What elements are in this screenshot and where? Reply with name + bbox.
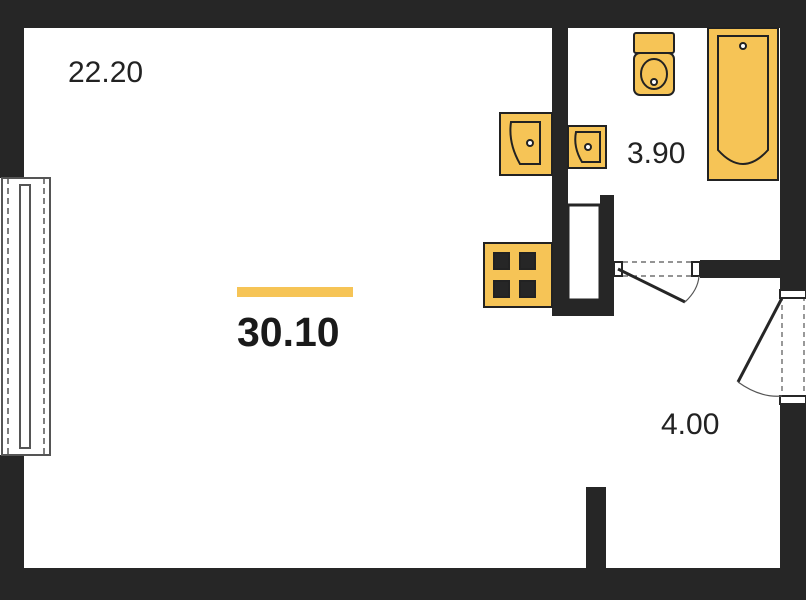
wall-top xyxy=(0,0,806,28)
sink-icon xyxy=(499,112,553,176)
wall-stub xyxy=(586,487,606,568)
wall-right-lower xyxy=(780,400,806,600)
wall-bath-bottom xyxy=(700,260,780,278)
bathtub-icon xyxy=(707,27,779,181)
stove-icon xyxy=(483,242,553,308)
total-area-label: 30.10 xyxy=(237,309,340,355)
door-leaf xyxy=(617,267,686,304)
wall-right-upper xyxy=(780,0,806,296)
wardrobe-icon xyxy=(566,203,602,302)
wall-wardrobe-right xyxy=(600,195,614,316)
interior-walls xyxy=(552,28,780,568)
hallway-area-label: 4.00 xyxy=(661,408,720,441)
sink-icon xyxy=(567,125,607,169)
wall-bath-left xyxy=(552,28,568,316)
wall-wardrobe-bottom xyxy=(552,300,614,316)
living-room-area-label: 22.20 xyxy=(68,56,144,89)
door-leaf xyxy=(736,297,784,383)
wall-bottom xyxy=(0,568,806,600)
entrance-door xyxy=(736,289,806,405)
total-area-accent-bar xyxy=(237,287,353,297)
toilet-icon xyxy=(633,32,675,96)
wall-left-upper xyxy=(0,0,24,178)
bathroom-area-label: 3.90 xyxy=(627,137,686,170)
window xyxy=(1,177,51,456)
bathroom-door xyxy=(613,261,701,304)
